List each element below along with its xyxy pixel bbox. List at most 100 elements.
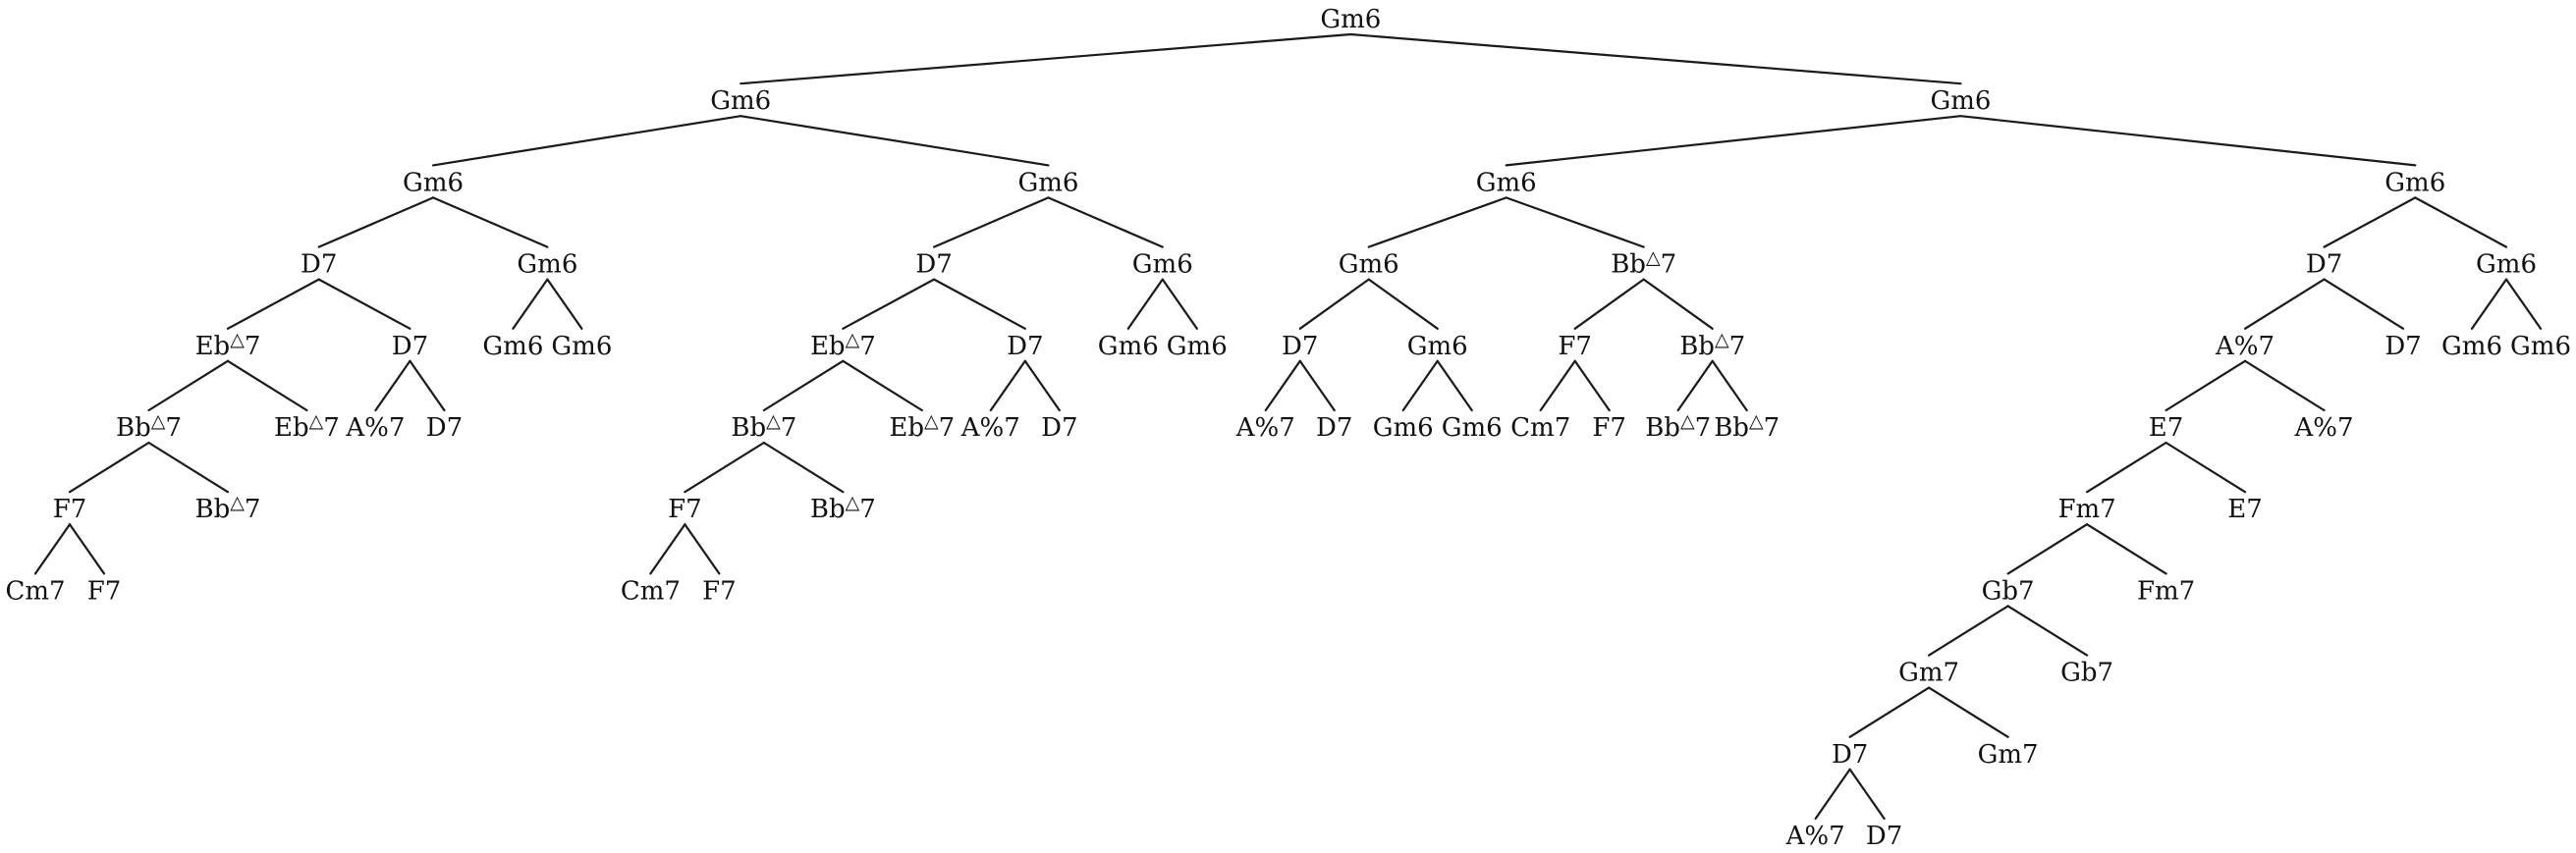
tree-node-label: Gm6 — [482, 332, 543, 361]
tree-edge — [649, 523, 686, 575]
tree-edge — [989, 359, 1026, 412]
tree-node-label: A%7 — [2294, 413, 2354, 443]
tree-edge — [932, 278, 1026, 330]
tree-node-label: D7 — [2384, 332, 2421, 361]
tree-node-label: Cm7 — [621, 576, 681, 606]
tree-edge — [1642, 278, 1714, 330]
tree-edge — [147, 359, 230, 412]
tree-edge — [1848, 686, 1931, 738]
tree-edge — [2323, 278, 2405, 330]
tree-node-label: Gm6 — [1132, 250, 1193, 280]
tree-node-label: D7 — [1866, 822, 1902, 851]
tree-node-label: Gm6 — [2476, 250, 2537, 280]
tree-node-label: Gm6 — [403, 168, 464, 197]
tree-node-label: Gm6 — [551, 332, 612, 361]
tree-node-label: F7 — [1558, 332, 1592, 361]
tree-node-label: F7 — [702, 576, 737, 606]
tree-edges — [33, 32, 2543, 821]
tree-edge — [684, 523, 721, 575]
tree-node-label: D7 — [1832, 740, 1868, 770]
tree-edge — [762, 441, 845, 494]
tree-edge — [1367, 278, 1439, 330]
tree-edge — [2470, 278, 2508, 330]
tree-node-label: F7 — [1592, 413, 1626, 443]
tree-edge — [1126, 278, 1164, 330]
tree-node-label: Gm7 — [1978, 740, 2039, 770]
tree-edge — [1928, 605, 2009, 657]
tree-edge — [762, 359, 845, 412]
tree-node-label: Bb△7 — [1679, 329, 1745, 361]
tree-edge — [1848, 768, 1886, 821]
tree-node-label: Bb△7 — [1645, 410, 1711, 443]
tree-edge — [1573, 278, 1645, 330]
tree-node-label: Eb△7 — [274, 410, 340, 443]
tree-edge — [1023, 359, 1061, 412]
tree-node-label: F7 — [53, 495, 87, 524]
tree-edge — [1367, 196, 1507, 248]
tree-edge — [1573, 359, 1611, 412]
tree-node-label: Bb△7 — [731, 410, 796, 443]
tree-edge — [1298, 278, 1370, 330]
tree-edge — [431, 196, 549, 248]
tree-edge — [1505, 196, 1645, 248]
tree-node-label: D7 — [1316, 413, 1352, 443]
tree-node-label: Eb△7 — [889, 410, 955, 443]
tree-node-label: E7 — [2149, 413, 2184, 443]
tree-edge — [2006, 605, 2089, 657]
tree-edge — [512, 278, 549, 330]
tree-node-label: Gb7 — [1982, 576, 2035, 606]
tree-edge — [932, 196, 1050, 248]
tree-node-label: Fm7 — [2137, 576, 2195, 606]
tree-node-label: D7 — [1282, 332, 1318, 361]
tree-node-label: Gm6 — [2441, 332, 2502, 361]
tree-node-label: Eb△7 — [195, 329, 261, 361]
tree-edge — [2085, 441, 2167, 494]
tree-node-label: D7 — [426, 413, 463, 443]
tree-edge — [68, 441, 150, 494]
tree-edge — [431, 115, 742, 167]
tree-edge — [147, 441, 230, 494]
tree-node-label: Gm7 — [1898, 659, 1959, 688]
tree-node-label: Gm6 — [2384, 168, 2445, 197]
tree-node-label: Bb△7 — [1714, 410, 1780, 443]
tree-node-label: D7 — [915, 250, 952, 280]
tree-edge — [2085, 523, 2167, 575]
tree-edge — [2243, 359, 2326, 412]
tree-node-label: D7 — [2306, 250, 2342, 280]
tree-edge — [68, 523, 106, 575]
tree-edge — [740, 115, 1050, 167]
tree-edge — [317, 196, 435, 248]
tree-node-label: F7 — [87, 576, 122, 606]
tree-node-label: A%7 — [1785, 822, 1845, 851]
tree-node-label: Gm6 — [1339, 250, 1399, 280]
tree-node-label: A%7 — [1235, 413, 1295, 443]
tree-node-label: D7 — [1041, 413, 1077, 443]
tree-edge — [2504, 278, 2543, 330]
tree-edge — [1047, 196, 1164, 248]
tree-node-label: Gm6 — [710, 86, 771, 116]
tree-node-label: Bb△7 — [1611, 247, 1676, 280]
tree-node-label: Gm6 — [517, 250, 577, 280]
tree-edge — [546, 278, 583, 330]
tree-node-label: D7 — [392, 332, 428, 361]
tree-node-label: D7 — [1007, 332, 1043, 361]
tree-node-label: Gm6 — [1320, 5, 1381, 34]
tree-edge — [842, 278, 936, 330]
tree-node-label: Gm6 — [1931, 86, 1992, 116]
tree-node-label: Gm6 — [1017, 168, 1078, 197]
tree-node-label: Cm7 — [1510, 413, 1570, 443]
tree-edge — [1959, 115, 2417, 167]
tree-edge — [33, 523, 72, 575]
tree-edge — [1676, 359, 1714, 412]
tree-node-label: Gm6 — [1167, 332, 1228, 361]
tree-node-label: D7 — [301, 250, 337, 280]
tree-edge — [2006, 523, 2089, 575]
tree-edge — [226, 278, 320, 330]
tree-node-label: Gm6 — [1407, 332, 1468, 361]
tree-edge — [684, 441, 765, 494]
tree-edge — [1928, 686, 2009, 738]
tree-node-label: A%7 — [960, 413, 1020, 443]
tree-node-label: A%7 — [345, 413, 405, 443]
tree-edge — [1264, 359, 1301, 412]
